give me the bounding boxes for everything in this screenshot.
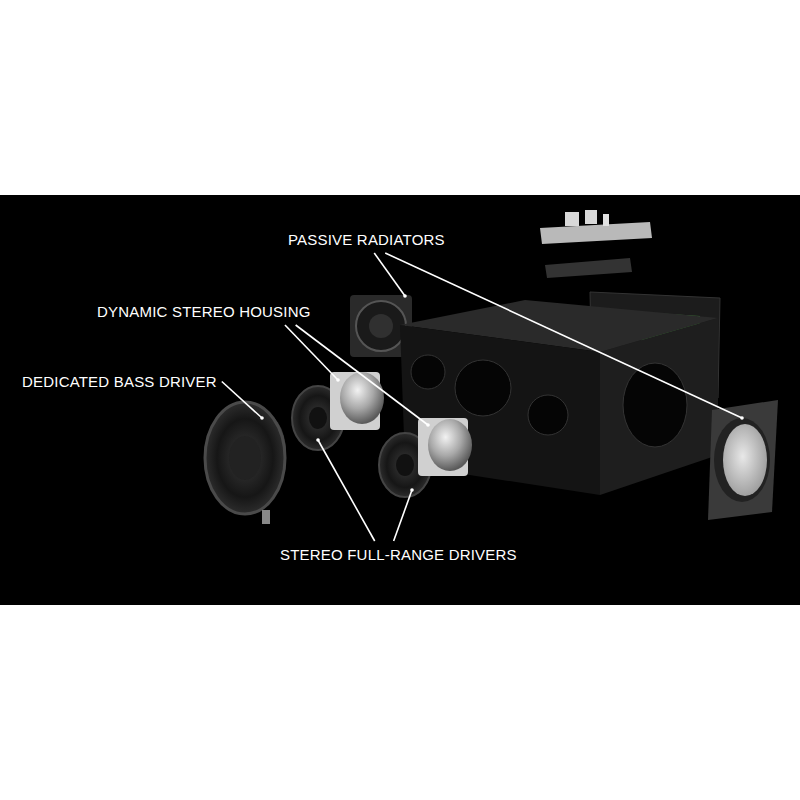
leader-line [296, 325, 428, 425]
full-range-driver-left [292, 372, 384, 450]
part-label: DYNAMIC STEREO HOUSING [97, 302, 311, 321]
passive-radiator-rear-part [369, 314, 393, 338]
circuit-boards-part [545, 258, 632, 278]
circuit-boards-part [585, 210, 597, 224]
bass-driver [205, 402, 286, 524]
circuit-boards-part [540, 222, 652, 244]
full-range-driver-right-part [428, 419, 472, 471]
leader-end [336, 378, 340, 382]
passive-radiator-side-part [723, 424, 767, 496]
leader-end [403, 294, 407, 298]
leader-line [318, 440, 375, 541]
bass-driver-part [229, 436, 261, 480]
passive-radiator-side [708, 400, 778, 520]
leader-line [385, 253, 742, 418]
circuit-boards-part [565, 212, 579, 226]
passive-radiator-side-part [708, 400, 778, 520]
full-range-driver-left-part [340, 372, 384, 424]
enclosure-part [528, 395, 568, 435]
part-label: STEREO FULL-RANGE DRIVERS [280, 545, 517, 564]
leader-line [285, 325, 338, 380]
leader-end [316, 438, 320, 442]
circuit-boards-part [603, 214, 609, 226]
full-range-driver-right-part [396, 454, 414, 476]
full-range-driver-right [379, 418, 472, 497]
bass-driver-part [205, 402, 285, 514]
enclosure-part [411, 355, 445, 389]
passive-radiator-rear-part [356, 301, 406, 351]
enclosure-part [400, 325, 600, 495]
enclosure-part [455, 360, 511, 416]
part-label: DEDICATED BASS DRIVER [22, 372, 217, 391]
leader-end [426, 423, 430, 427]
leader-end [740, 416, 744, 420]
full-range-driver-left-part [309, 407, 327, 429]
leader-line [394, 490, 412, 541]
bass-driver-part [262, 510, 270, 524]
part-label: PASSIVE RADIATORS [288, 230, 445, 249]
enclosure-part [623, 363, 687, 447]
enclosure-part [600, 318, 718, 495]
leader-line [222, 382, 262, 419]
leader-end [410, 488, 414, 492]
leader-end [260, 416, 264, 420]
enclosure [400, 300, 718, 495]
passive-radiator-side-part [714, 418, 770, 502]
